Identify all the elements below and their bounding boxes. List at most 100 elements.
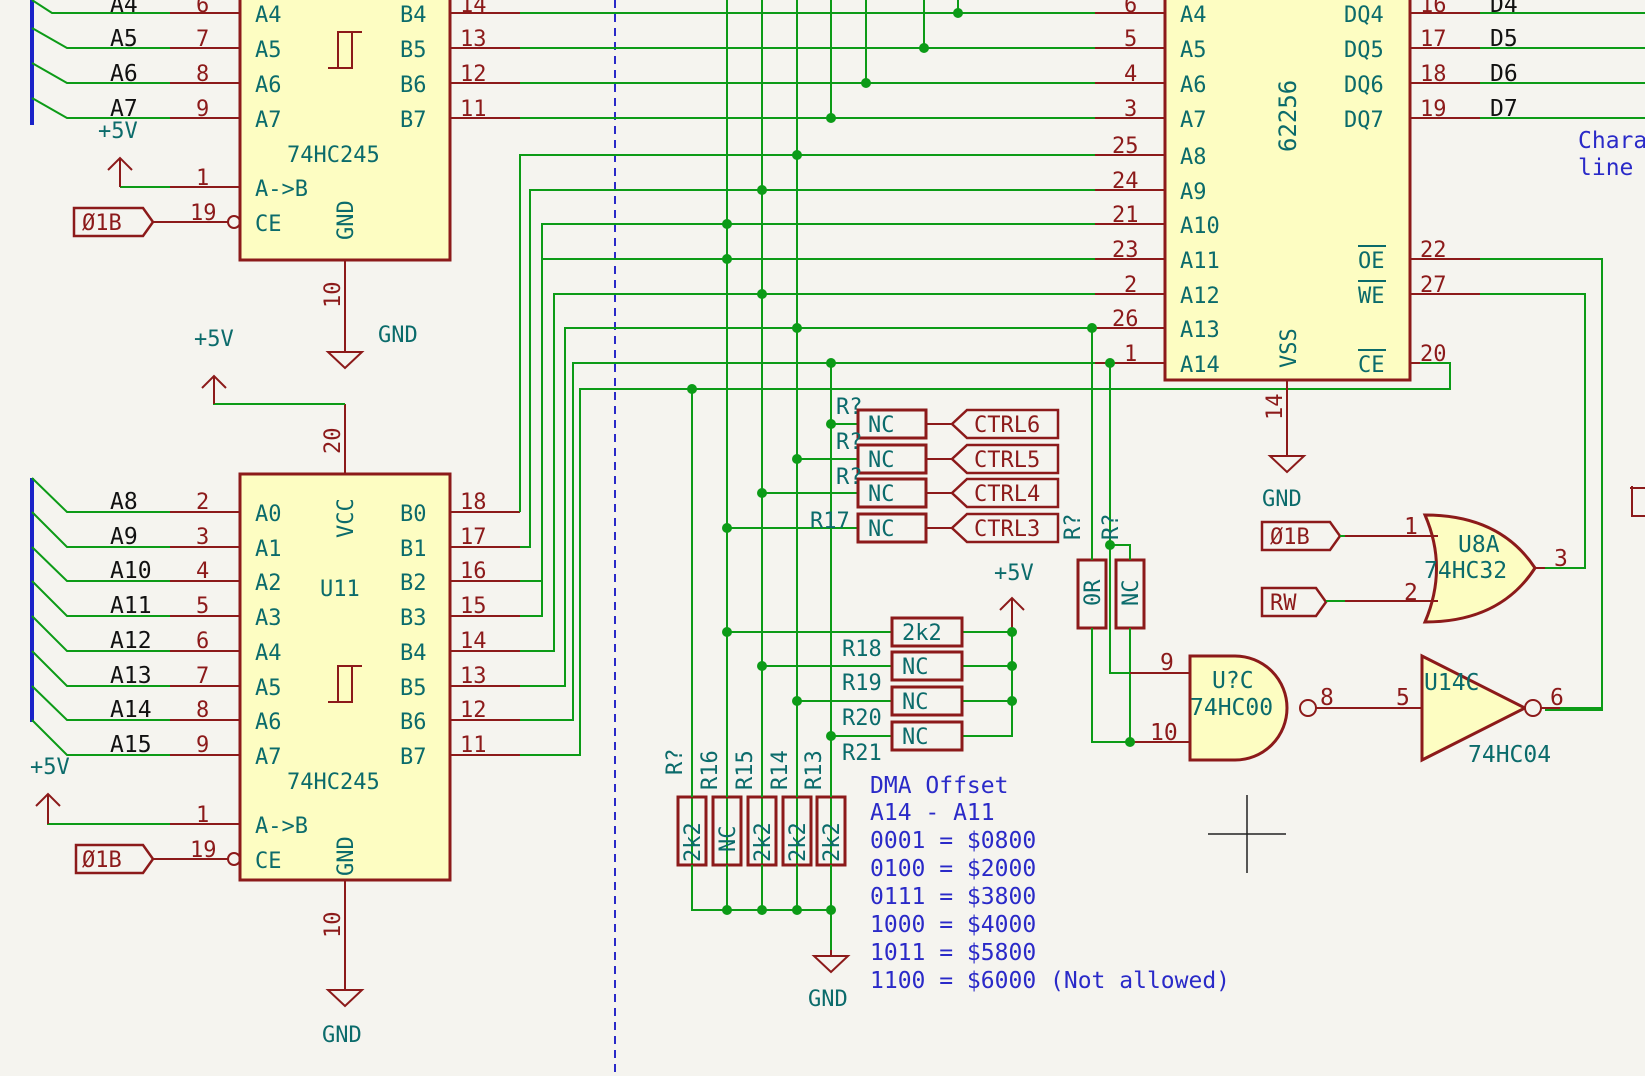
ic-pin-name: CE (255, 212, 282, 237)
pin-number: 6 (1550, 685, 1564, 711)
rw-flag (1260, 586, 1328, 618)
offset-resistors[interactable]: 2k2 NC 2k2 2k2 2k2 R? R16 R15 R14 R13 (663, 749, 847, 951)
ic-pin-name: GND (334, 200, 359, 240)
ic-pin-name: WE (1358, 284, 1385, 309)
sram-62256[interactable]: 62256 A4 A5 A6 A7 A8 A9 A10 A11 A12 A13 … (1095, 0, 1480, 450)
note-line: 1011 = $5800 (870, 940, 1036, 966)
resistor-ref: R15 (733, 750, 758, 790)
ic-pin-name: A4 (1180, 3, 1207, 28)
ic-pin-name: B5 (400, 676, 427, 701)
pin-number: 14 (460, 629, 487, 654)
schmitt-symbol (328, 31, 362, 69)
data-net-label: D4 (1490, 0, 1518, 18)
pin-number: 12 (460, 62, 487, 87)
bus-net-label: A11 (110, 593, 152, 619)
pin-number: 1 (1124, 342, 1137, 367)
resistor-ref: R? (1061, 514, 1086, 541)
bus-net-label: A14 (110, 697, 152, 723)
ic-pin-name: B6 (400, 710, 427, 735)
power-5v-symbol (35, 792, 61, 824)
ic-pin-name: A4 (255, 3, 282, 28)
data-net-label: D7 (1490, 96, 1518, 122)
pin-number: 9 (196, 97, 209, 122)
ic-pin-name: A7 (255, 108, 282, 133)
ic-value: 74HC245 (287, 143, 380, 168)
ic-pin-name: A6 (255, 73, 282, 98)
pin-number: 19 (190, 838, 217, 863)
pin-number: 1 (196, 803, 209, 828)
bus-net-label: A15 (110, 732, 152, 758)
flag-label: CTRL3 (974, 517, 1040, 542)
pin-number: 1 (196, 166, 209, 191)
resistor-value: NC (716, 826, 741, 853)
ctrl-resistors[interactable]: R? R? R? R17 NC NC NC NC (810, 395, 952, 544)
ic-pin-name: A5 (255, 676, 282, 701)
gate-resistors[interactable]: 0R NC R? R? (1061, 514, 1146, 630)
pin-number: 20 (1420, 342, 1447, 367)
power-5v-symbol (201, 374, 227, 404)
pin-number: 4 (196, 559, 209, 584)
bus-net-label: A12 (110, 628, 152, 654)
ic-pin-name: OE (1358, 249, 1385, 274)
resistor-ref: R14 (768, 750, 793, 790)
power-5v-symbol (999, 596, 1025, 632)
ic-pin-name: B5 (400, 38, 427, 63)
flag-label: Ø1B (1270, 525, 1310, 550)
gate-ref: U?C (1212, 668, 1254, 694)
ic-pin-name: DQ7 (1344, 108, 1384, 133)
pin-number: 3 (1554, 546, 1568, 572)
nand-gate-u3c[interactable]: U?C 74HC00 9 10 8 (1130, 650, 1380, 762)
pin-number: 3 (1124, 97, 1137, 122)
ic-pin-name: B1 (400, 537, 427, 562)
pullup-resistors[interactable]: 2k2 NC NC NC R18 R19 R20 R21 (842, 616, 964, 766)
bus-net-label: A6 (110, 61, 138, 87)
ic-pin-name: B0 (400, 502, 427, 527)
inverter-u14c[interactable]: U14C 74HC04 5 6 (1380, 653, 1564, 768)
pin-number: 10 (321, 282, 346, 309)
pin-number: 5 (1396, 685, 1410, 711)
ram-value: 62256 (1274, 80, 1302, 152)
or-gate-u8a[interactable]: U8A 74HC32 1 2 3 (1345, 513, 1568, 624)
power-5v-symbol (107, 156, 133, 187)
resistor-ref: R13 (802, 750, 827, 790)
pin-number: 22 (1420, 238, 1447, 263)
ic-pin-name: A10 (1180, 214, 1220, 239)
ic-pin-name: A9 (1180, 180, 1207, 205)
note-line: 0100 = $2000 (870, 856, 1036, 882)
note-line: 1100 = $6000 (Not allowed) (870, 968, 1230, 994)
ic-pin-name: DQ4 (1344, 3, 1384, 28)
ic-pin-name: B4 (400, 641, 427, 666)
ic-pin-name: GND (334, 836, 359, 876)
gate-ref: U8A (1458, 532, 1500, 558)
resistor-ref: R17 (810, 509, 850, 534)
buffer-ic-u11[interactable]: A0 A1 A2 A3 A4 A5 A6 A7 B0 B1 B2 B3 B4 B… (170, 404, 520, 950)
ic-pin-name: B7 (400, 745, 427, 770)
gate-ref: U14C (1424, 670, 1479, 696)
buffer-ic-top[interactable]: A4 A5 A6 A7 B4 B5 B6 B7 A->B CE 74HC245 … (170, 0, 520, 330)
note-line: 0001 = $0800 (870, 828, 1036, 854)
resistor-ref: R? (836, 395, 863, 420)
power-label-gnd: GND (322, 1023, 362, 1048)
bus-net-label: A10 (110, 558, 152, 584)
note-line: 1000 = $4000 (870, 912, 1036, 938)
resistor-value: NC (868, 448, 895, 473)
resistor-value: NC (902, 690, 929, 715)
power-label-5v: +5V (30, 755, 70, 780)
ic-pin-name: B2 (400, 571, 427, 596)
ground-symbol (325, 330, 365, 370)
note-line: DMA Offset (870, 773, 1008, 799)
pin-number: 11 (460, 97, 487, 122)
pin-number: 27 (1420, 273, 1447, 298)
pin-number: 2 (196, 490, 209, 515)
pin-number: 2 (1124, 273, 1137, 298)
ic-pin-name: DQ6 (1344, 73, 1384, 98)
clock-flag-gate (1260, 520, 1342, 552)
pin-number: 7 (196, 664, 209, 689)
ic-pin-name: A7 (1180, 108, 1207, 133)
bus-net-label: A5 (110, 26, 138, 52)
pin-number: 13 (460, 27, 487, 52)
ic-pin-name: A6 (1180, 73, 1207, 98)
flag-label: RW (1270, 591, 1297, 616)
ic-reference: U11 (320, 577, 360, 602)
pin-number: 16 (1420, 0, 1447, 18)
